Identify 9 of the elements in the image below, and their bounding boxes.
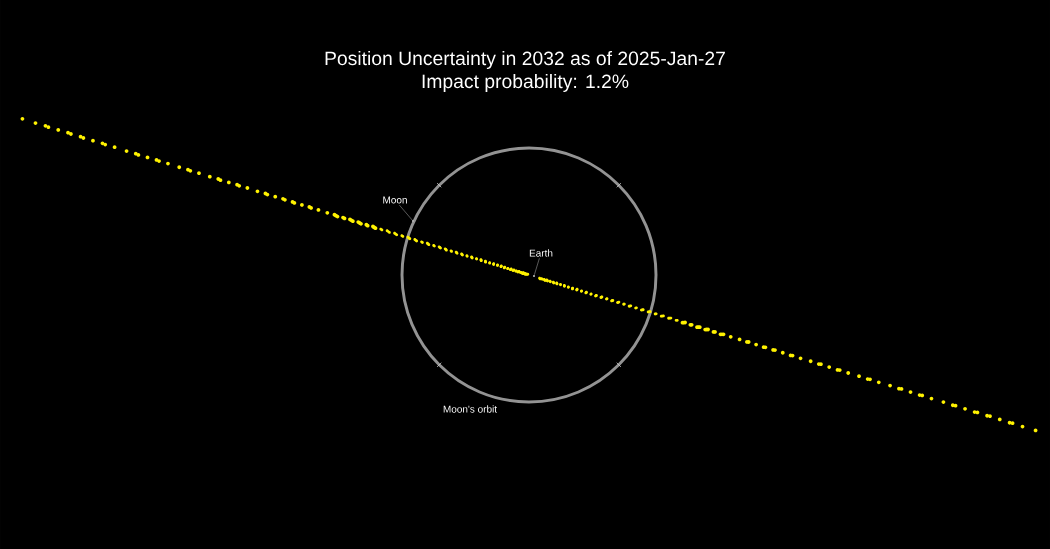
- position-marker: [412, 220, 414, 222]
- point-label: Earth: [529, 249, 553, 257]
- orbit-label: Moon's orbit: [443, 405, 497, 413]
- point-label: Moon: [383, 196, 407, 204]
- position-marker: [533, 275, 535, 277]
- leader-line: [534, 258, 540, 276]
- subtitle: Impact probability: 1.2%: [422, 74, 629, 92]
- leader-line: [399, 204, 413, 221]
- title: Position Uncertainty in 2032 as of 2025-Jan-27: [325, 51, 725, 69]
